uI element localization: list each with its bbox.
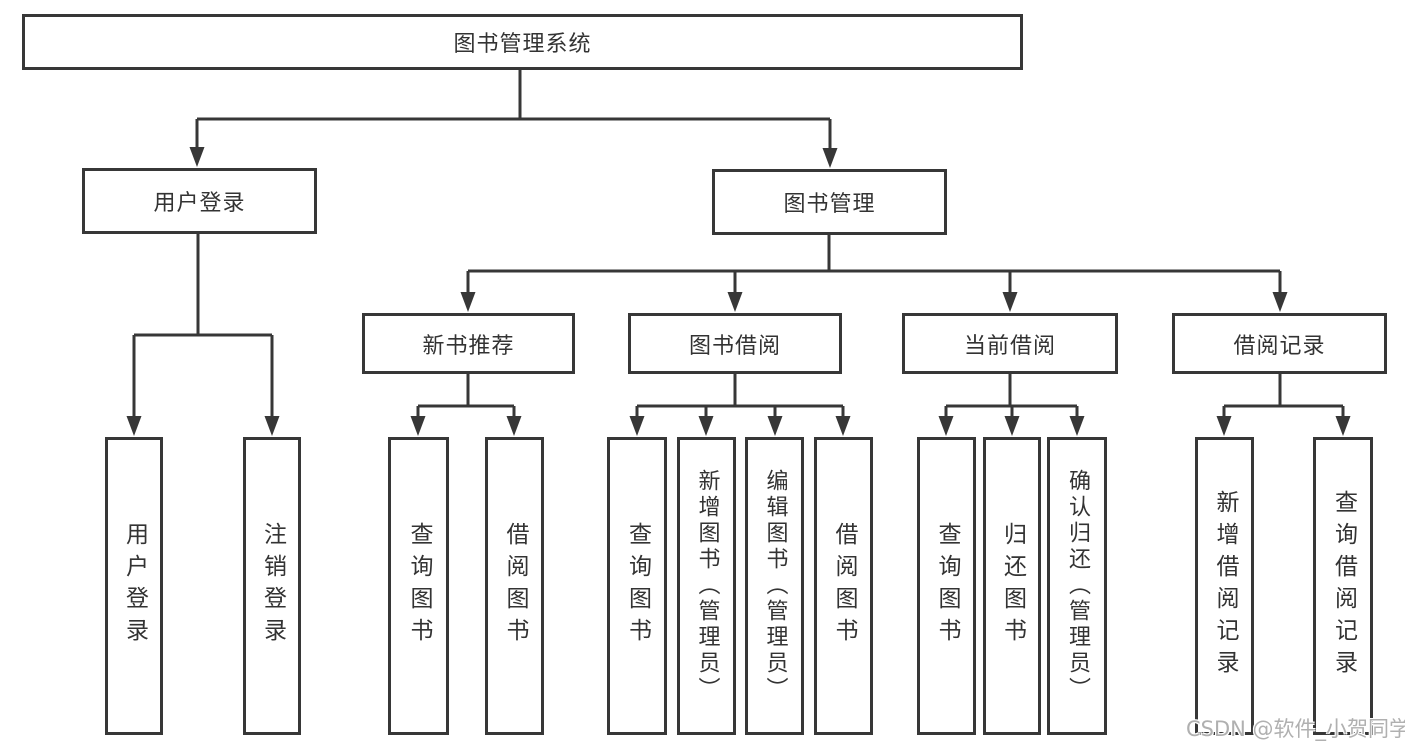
leaf-borrow-books-recommend-label: 借阅图书 (502, 522, 528, 650)
connector-book-borrow-branch (629, 374, 851, 436)
node-current-borrowing-label: 当前借阅 (963, 333, 1056, 359)
leaf-add-books-admin-label: 新增图书（管理员） (694, 469, 720, 703)
connector-new-book-branch (410, 374, 522, 436)
csdn-watermark: CSDN @软件_小贺同学 (1186, 717, 1405, 741)
connector-current-borrow-branch (938, 374, 1085, 436)
node-book-management: 图书管理 (712, 169, 947, 235)
leaf-query-books-borrowing-label: 查询图书 (624, 522, 651, 650)
connector-book-mgmt-to-level3 (460, 235, 1288, 312)
node-book-borrowing: 图书借阅 (628, 313, 842, 374)
leaf-add-books-admin: 新增图书（管理员） (677, 437, 736, 735)
leaf-confirm-return-admin-label: 确认归还（管理员） (1065, 469, 1090, 703)
leaf-add-borrow-record-label: 新增借阅记录 (1212, 490, 1238, 682)
leaf-query-books-current-label: 查询图书 (934, 522, 960, 650)
leaf-logout: 注销登录 (243, 437, 301, 735)
connector-borrow-record-branch (1216, 374, 1351, 436)
leaf-query-books-recommend: 查询图书 (388, 437, 449, 735)
node-book-borrowing-label: 图书借阅 (688, 333, 781, 359)
leaf-query-books-recommend-label: 查询图书 (406, 522, 432, 650)
leaf-borrow-books-recommend: 借阅图书 (485, 437, 544, 735)
connector-root-to-level2 (189, 70, 838, 168)
leaf-query-borrow-record-label: 查询借阅记录 (1330, 490, 1357, 682)
leaf-return-books: 归还图书 (983, 437, 1041, 735)
node-root-label: 图书管理系统 (453, 32, 592, 57)
node-borrowing-records-label: 借阅记录 (1233, 333, 1326, 359)
node-user-login: 用户登录 (82, 168, 317, 234)
node-new-book-recommend-label: 新书推荐 (422, 333, 515, 359)
node-user-login-label: 用户登录 (153, 191, 246, 216)
leaf-return-books-label: 归还图书 (999, 522, 1026, 650)
leaf-edit-books-admin-label: 编辑图书（管理员） (762, 469, 788, 703)
node-root: 图书管理系统 (22, 14, 1023, 70)
leaf-user-login: 用户登录 (105, 437, 163, 735)
node-new-book-recommend: 新书推荐 (362, 313, 575, 374)
leaf-user-login-label: 用户登录 (121, 522, 148, 650)
leaf-query-books-current: 查询图书 (917, 437, 976, 735)
node-current-borrowing: 当前借阅 (902, 313, 1118, 374)
leaf-borrow-books: 借阅图书 (814, 437, 873, 735)
connector-user-login-branch (126, 234, 280, 436)
leaf-query-borrow-record: 查询借阅记录 (1313, 437, 1373, 735)
node-book-management-label: 图书管理 (783, 192, 876, 217)
leaf-logout-label: 注销登录 (259, 522, 286, 650)
leaf-query-books-borrowing: 查询图书 (607, 437, 667, 735)
node-borrowing-records: 借阅记录 (1172, 313, 1387, 374)
leaf-borrow-books-label: 借阅图书 (831, 522, 857, 650)
leaf-add-borrow-record: 新增借阅记录 (1195, 437, 1254, 735)
leaf-confirm-return-admin: 确认归还（管理员） (1047, 437, 1107, 735)
leaf-edit-books-admin: 编辑图书（管理员） (745, 437, 804, 735)
